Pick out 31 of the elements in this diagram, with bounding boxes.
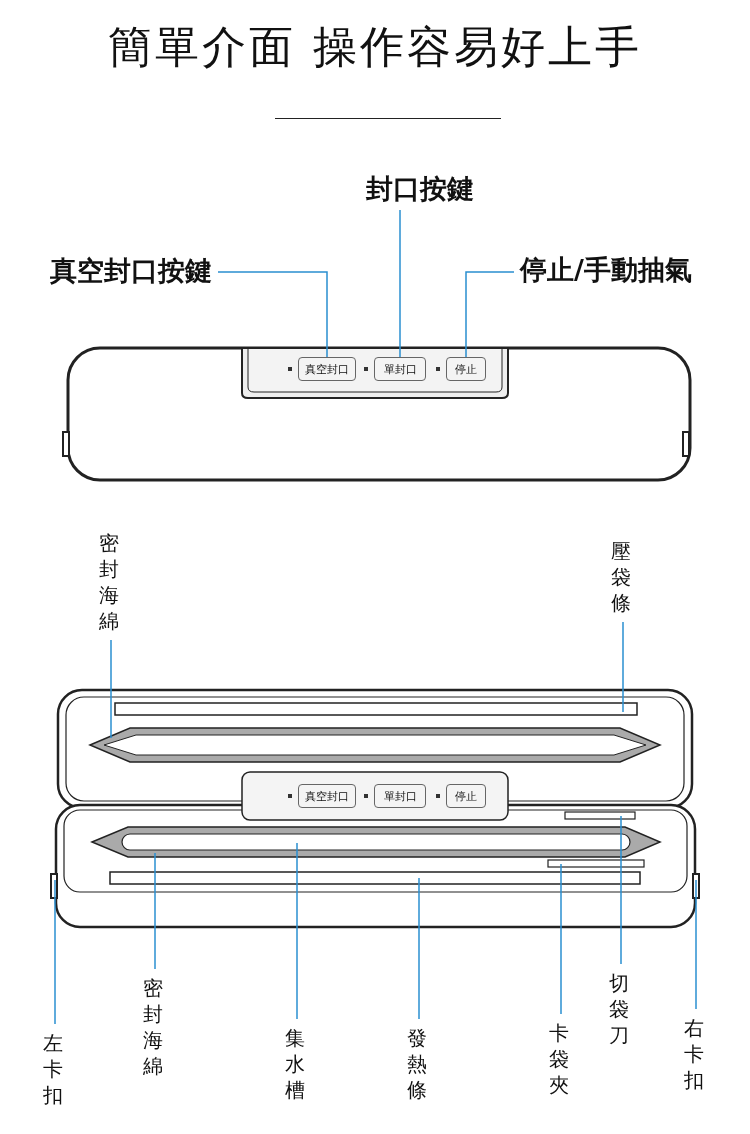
device-button: 單封口 xyxy=(374,357,426,381)
leader-line xyxy=(620,815,622,965)
device-button: 停止 xyxy=(446,784,486,808)
callout-label: 密封海綿 xyxy=(142,975,164,1079)
leader-line xyxy=(399,209,401,358)
callout-label: 停止/手動抽氣 xyxy=(520,254,692,286)
callout-label: 右卡扣 xyxy=(683,1015,705,1093)
callout-label: 壓袋條 xyxy=(610,538,632,616)
leader-line xyxy=(560,863,562,1015)
callout-label: 集水槽 xyxy=(284,1025,306,1103)
device-button: 真空封口 xyxy=(298,357,356,381)
callout-label: 發熱條 xyxy=(406,1025,428,1103)
callout-label: 真空封口按鍵 xyxy=(50,255,212,287)
leader-line xyxy=(622,621,624,713)
device-button: 真空封口 xyxy=(298,784,356,808)
callout-label: 左卡扣 xyxy=(42,1030,64,1108)
callout-label: 封口按鍵 xyxy=(366,173,474,205)
leader-line xyxy=(465,271,515,358)
leader-line xyxy=(110,639,112,739)
device-button: 單封口 xyxy=(374,784,426,808)
device-button: 停止 xyxy=(446,357,486,381)
leader-line xyxy=(154,852,156,970)
callout-label: 密封海綿 xyxy=(98,530,120,634)
callout-label: 切袋刀 xyxy=(608,970,630,1048)
leader-line xyxy=(695,879,697,1010)
page-title: 簡單介面 操作容易好上手 xyxy=(107,20,643,74)
leader-line xyxy=(296,842,298,1020)
leader-line xyxy=(217,271,328,358)
leader-line xyxy=(54,879,56,1025)
leader-line xyxy=(418,877,420,1020)
callout-label: 卡袋夾 xyxy=(548,1020,570,1098)
